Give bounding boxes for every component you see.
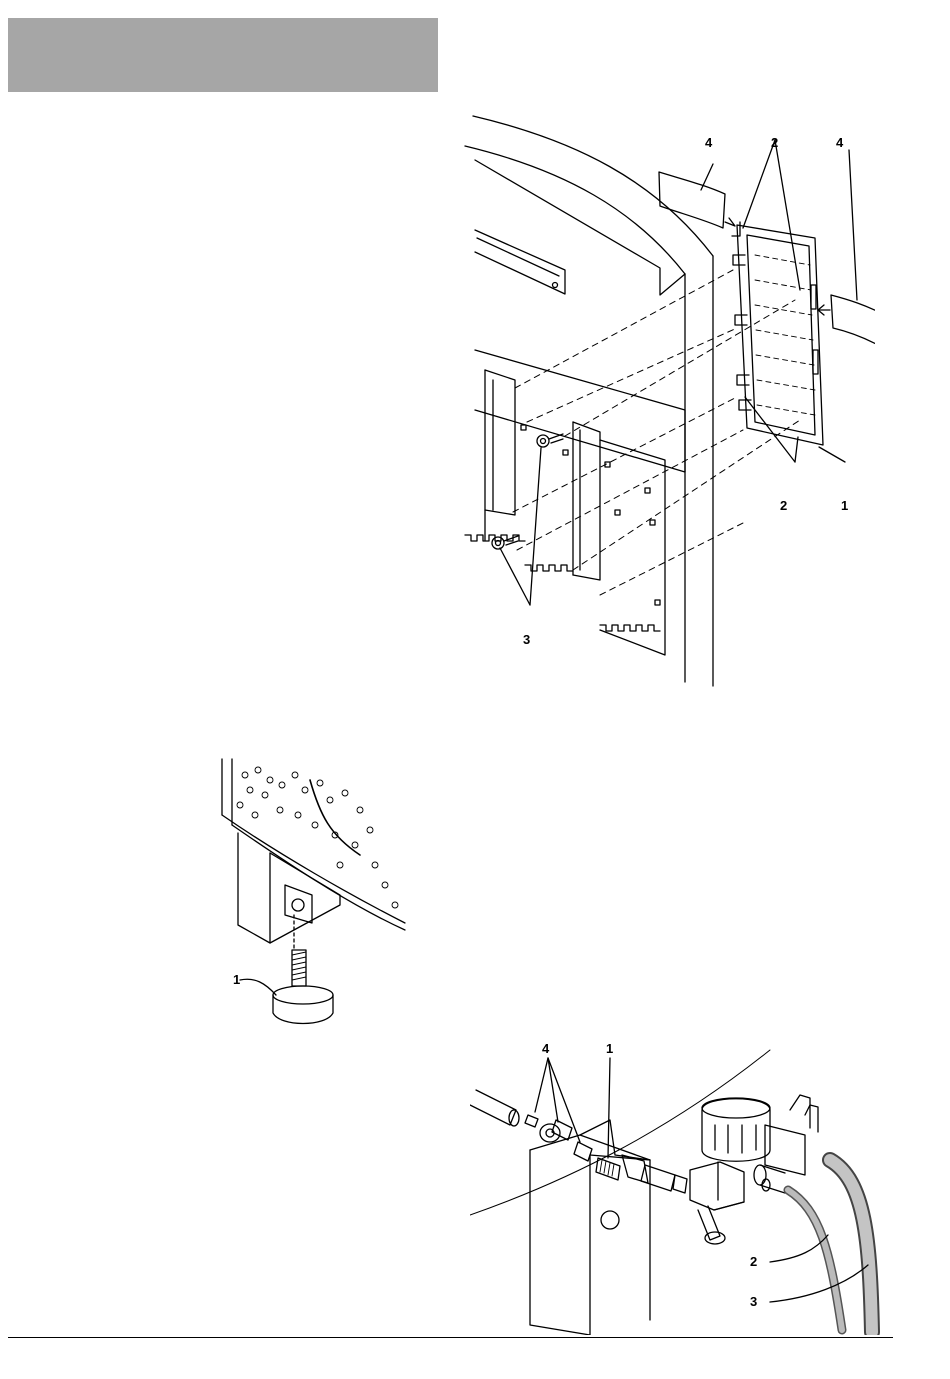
footer-rule	[8, 1337, 893, 1338]
callout-2-bottom: 2	[780, 499, 787, 512]
callout-2-top: 2	[771, 136, 778, 149]
adjustable-foot-figure: 1	[210, 755, 410, 1030]
front-panel-exploded-figure: 4 2 4 2 1 3	[455, 110, 875, 690]
water-valve-figure: 4 1 2 3	[470, 1040, 895, 1335]
callout-3: 3	[750, 1295, 757, 1308]
callout-4: 4	[542, 1042, 549, 1055]
callout-1: 1	[606, 1042, 613, 1055]
callout-3: 3	[523, 633, 530, 646]
callout-4-left: 4	[705, 136, 712, 149]
callout-2: 2	[750, 1255, 757, 1268]
section-header-bar	[8, 18, 438, 92]
callout-1: 1	[233, 973, 240, 986]
callout-4-right: 4	[836, 136, 843, 149]
callout-1: 1	[841, 499, 848, 512]
